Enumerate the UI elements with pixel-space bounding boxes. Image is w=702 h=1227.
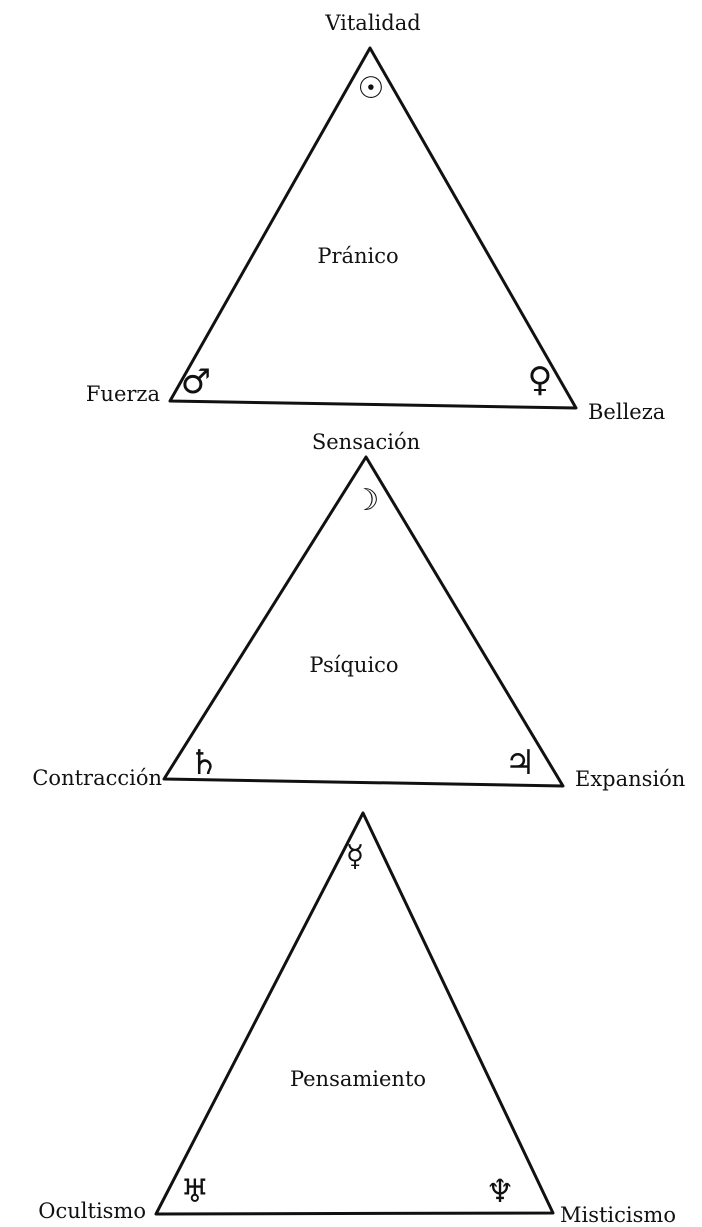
triangle-pranico: Vitalidad Fuerza Belleza Pránico ☉ ♂ ♀ [86, 11, 665, 424]
vertex-label-fuerza: Fuerza [86, 382, 160, 406]
saturn-icon: ♄ [189, 743, 219, 783]
triangle-pranico-outline [168, 46, 578, 410]
vertex-label-misticismo: Misticismo [560, 1203, 676, 1227]
mercury-icon: ☿ [346, 839, 364, 874]
venus-icon: ♀ [528, 360, 553, 400]
neptune-icon: ♆ [486, 1172, 515, 1210]
uranus-icon: ♅ [181, 1172, 210, 1210]
jupiter-icon: ♃ [505, 743, 535, 783]
sun-icon: ☉ [358, 71, 385, 106]
moon-icon: ☽ [353, 483, 380, 518]
triangle-pensamiento: Pensamiento Ocultismo Misticismo ☿ ♅ ♆ [38, 811, 676, 1227]
vertex-label-belleza: Belleza [588, 400, 665, 424]
vertex-label-vitalidad: Vitalidad [324, 11, 420, 35]
triangle-center-label-pensamiento: Pensamiento [290, 1067, 426, 1091]
vertex-label-sensacion: Sensación [312, 430, 420, 454]
mars-icon: ♂ [181, 362, 211, 402]
vertex-label-contraccion: Contracción [32, 766, 162, 790]
triangle-center-label-pranico: Pránico [317, 244, 398, 268]
triangle-psiquico: Sensación Contracción Expansión Psíquico… [32, 430, 685, 791]
vertex-label-ocultismo: Ocultismo [38, 1199, 146, 1223]
triangle-center-label-psiquico: Psíquico [309, 653, 398, 677]
triangle-psiquico-outline [162, 455, 565, 788]
vertex-label-expansion: Expansión [575, 767, 685, 791]
triangle-pensamiento-outline [154, 811, 555, 1216]
